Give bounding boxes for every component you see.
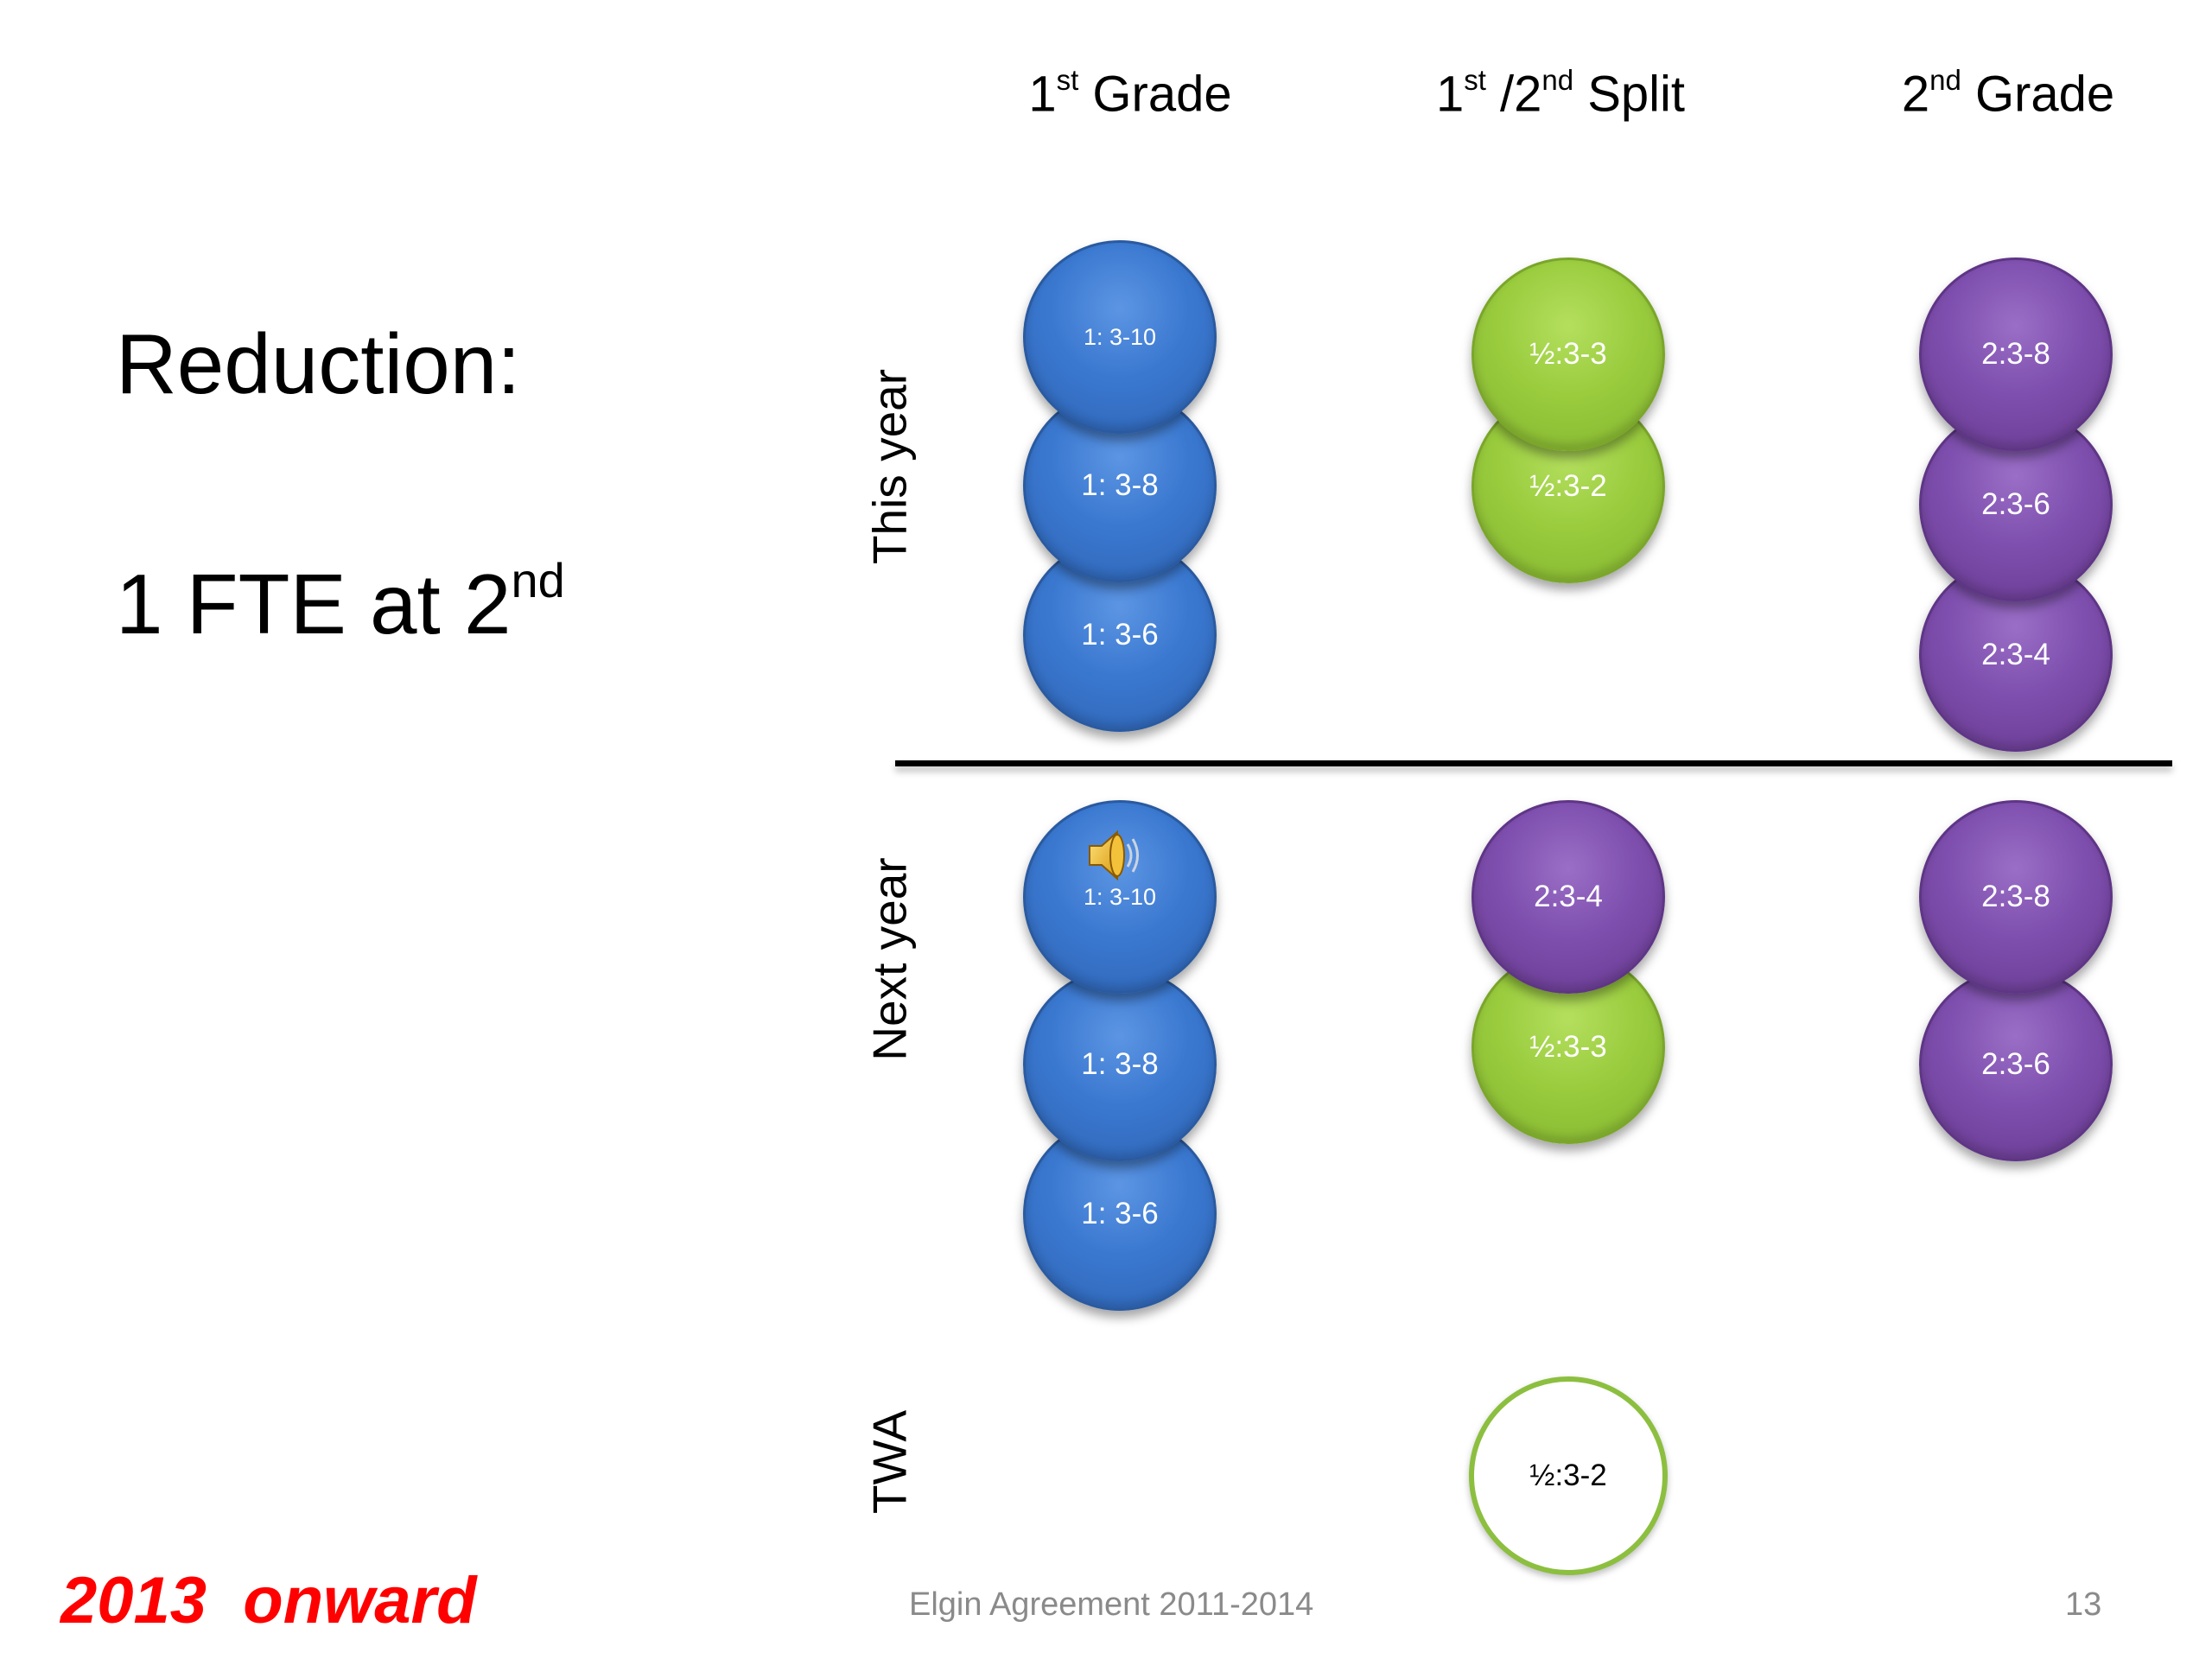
header-superscript: nd (1929, 64, 1961, 96)
header-superscript: st (1464, 64, 1486, 96)
header-text: 2 (1901, 66, 1930, 123)
divider-this-next (895, 760, 2172, 766)
class-circle: 2:3-6 (1919, 968, 2113, 1161)
header-text: Grade (1078, 66, 1232, 123)
fte-text: 1 FTE at 2nd (116, 556, 565, 646)
footer-title: Elgin Agreement 2011-2014 (909, 1586, 1314, 1623)
fte-superscript: nd (511, 553, 565, 608)
class-circle: 1: 3-10 (1023, 800, 1217, 994)
class-circle: ½:3-3 (1471, 257, 1665, 451)
footer-year-text: 2013 onward (60, 1564, 477, 1637)
header-text: /2 (1485, 66, 1542, 123)
class-circle: 2:3-4 (1471, 800, 1665, 994)
row-label-twa: TWA (862, 1409, 917, 1515)
class-circle: 2:3-8 (1919, 257, 2113, 451)
fte-base: 1 FTE at 2 (116, 556, 512, 652)
class-circle: 1: 3-10 (1023, 240, 1217, 434)
reduction-heading: Reduction: (116, 316, 521, 411)
column-header-1st-grade: 1st Grade (1028, 66, 1232, 123)
header-superscript: st (1056, 64, 1079, 96)
column-header-split: 1st /2nd Split (1435, 66, 1686, 123)
header-text: Grade (1961, 66, 2115, 123)
header-text: 1 (1028, 66, 1057, 123)
header-text: Split (1573, 66, 1686, 123)
class-circle-outline: ½:3-2 (1469, 1376, 1668, 1575)
header-text: 1 (1435, 66, 1465, 123)
header-superscript: nd (1541, 64, 1574, 96)
column-header-2nd-grade: 2nd Grade (1901, 66, 2115, 123)
row-label-this-year: This year (862, 368, 917, 565)
class-circle: 1: 3-8 (1023, 968, 1217, 1161)
page-number: 13 (2065, 1586, 2102, 1623)
row-label-next-year: Next year (862, 857, 917, 1061)
class-circle: 2:3-8 (1919, 800, 2113, 994)
speaker-icon[interactable] (1084, 825, 1145, 886)
